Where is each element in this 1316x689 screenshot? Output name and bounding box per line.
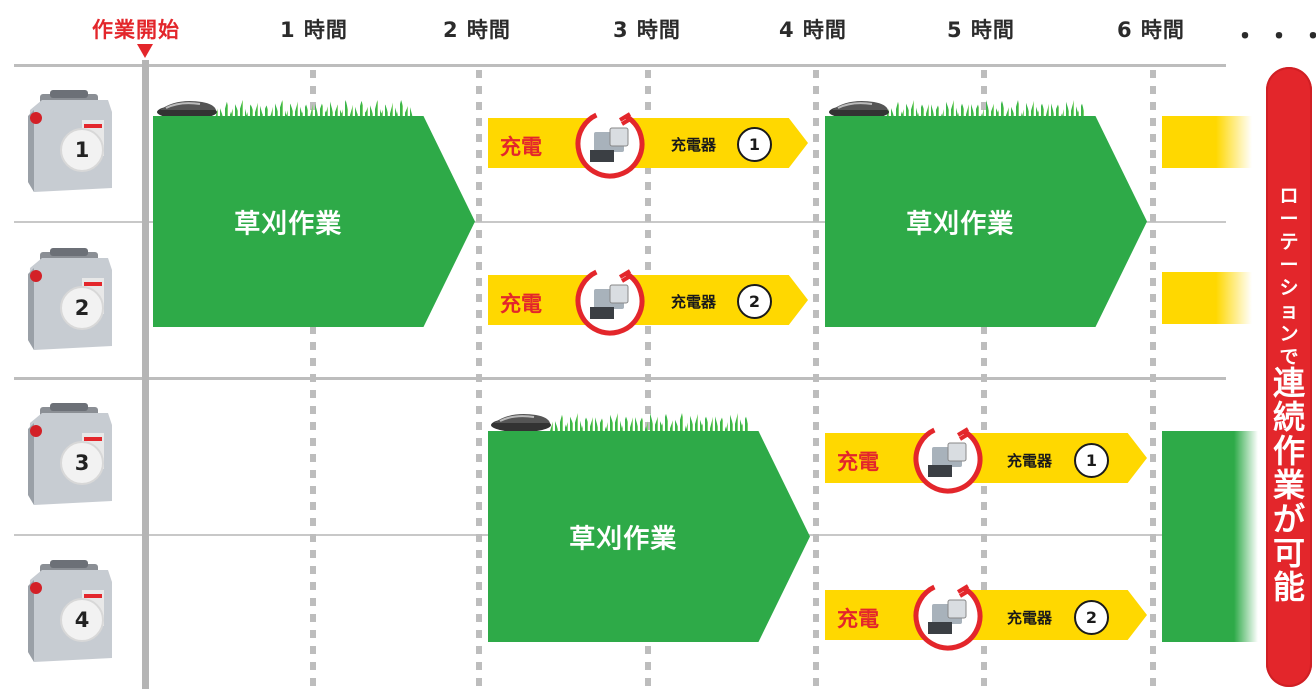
battery-4: 4: [22, 560, 116, 664]
banner-big-text: 連 続 作 業 が 可 能: [1272, 364, 1305, 606]
rotation-banner: ロ ー テ ー シ ョ ン で 連 続 作 業 が 可 能: [1266, 67, 1312, 687]
work-block-3: 草刈作業: [488, 431, 810, 642]
header-hour-1: 1 時間: [280, 18, 348, 42]
start-line: [142, 60, 149, 689]
work-label: 草刈作業: [569, 524, 678, 554]
charger-label: 充電器: [671, 293, 717, 311]
grid-top-line: [14, 64, 1226, 67]
work-label: 草刈作業: [906, 209, 1015, 239]
grid-row-line: [14, 221, 1226, 223]
work-block-1: 草刈作業: [153, 116, 475, 327]
robot-mower-icon: [829, 101, 889, 119]
header-start-label: 作業開始: [92, 18, 180, 42]
grid-hour-2-line: [476, 70, 482, 689]
battery-2: 2: [22, 248, 116, 352]
battery-number: 2: [60, 286, 104, 330]
charger-icon: [575, 109, 645, 179]
header-hour-3: 3 時間: [613, 18, 681, 42]
grid-hour-5-line: [981, 70, 987, 689]
robot-mower-icon: [491, 414, 551, 432]
battery-3: 3: [22, 403, 116, 507]
charger-icon: [913, 581, 983, 651]
charger-label: 充電器: [1007, 609, 1053, 627]
charge-label: 充電: [837, 450, 879, 474]
header-hour-5: 5 時間: [947, 18, 1015, 42]
grid-hour-4-line: [813, 70, 819, 689]
grass-icon: [886, 100, 1086, 118]
grid-hour-1-line: [310, 70, 316, 689]
charger-number: 2: [737, 284, 772, 319]
charger-label: 充電器: [1007, 452, 1053, 470]
grass-icon: [215, 100, 413, 118]
grass-icon: [550, 413, 750, 431]
charger-icon: [913, 424, 983, 494]
charge-continue-2: [1162, 272, 1252, 324]
charger-number: 1: [737, 127, 772, 162]
work-label: 草刈作業: [234, 209, 343, 239]
charger-number: 2: [1074, 600, 1109, 635]
charge-label: 充電: [500, 292, 542, 316]
robot-mower-icon: [157, 101, 217, 119]
grid-group-line: [14, 377, 1226, 380]
work-block-2: 草刈作業: [825, 116, 1147, 327]
header-hour-6: 6 時間: [1117, 18, 1185, 42]
charge-continue-1: [1162, 116, 1252, 168]
grid-hour-3-line: [645, 70, 651, 689]
header-hour-4: 4 時間: [779, 18, 847, 42]
charger-label: 充電器: [671, 136, 717, 154]
battery-number: 4: [60, 598, 104, 642]
work-continue: [1162, 431, 1258, 642]
header-ellipsis: ・・・: [1232, 22, 1316, 52]
start-marker-icon: [137, 44, 153, 58]
banner-small-text: ロ ー テ ー シ ョ ン で: [1279, 185, 1299, 368]
battery-number: 1: [60, 128, 104, 172]
charger-number: 1: [1074, 443, 1109, 478]
header-hour-2: 2 時間: [443, 18, 511, 42]
charge-label: 充電: [500, 135, 542, 159]
grid-hour-6-line: [1150, 70, 1156, 689]
charger-icon: [575, 266, 645, 336]
battery-1: 1: [22, 90, 116, 194]
battery-number: 3: [60, 441, 104, 485]
charge-label: 充電: [837, 607, 879, 631]
